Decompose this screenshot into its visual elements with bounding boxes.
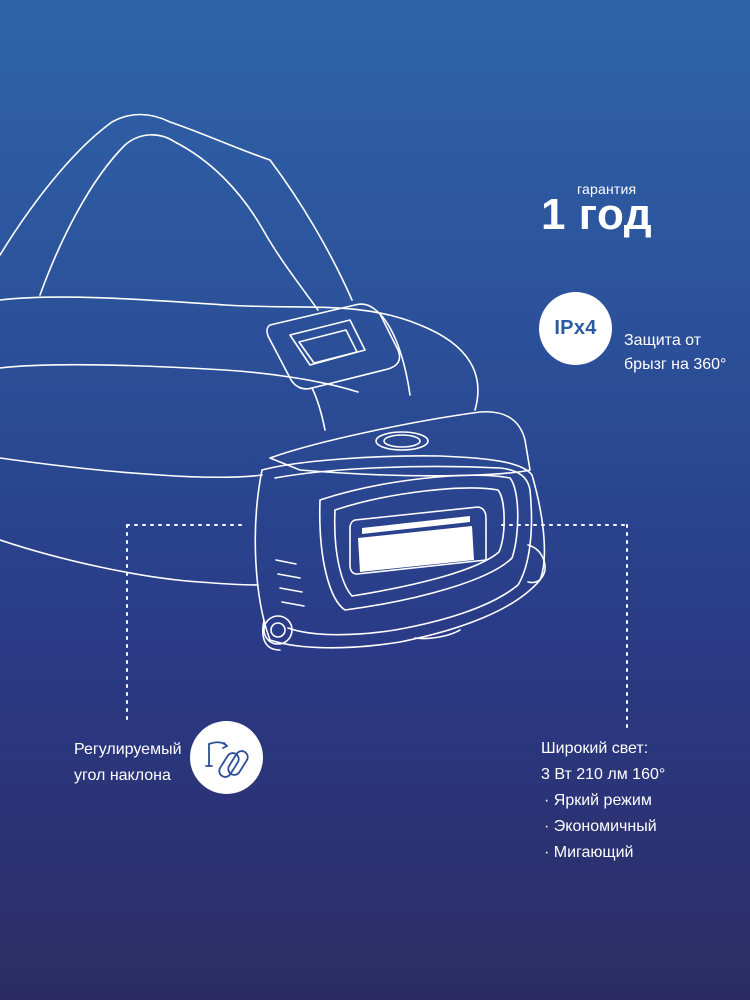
vent bbox=[276, 560, 304, 606]
light-specs: 3 Вт 210 лм 160° bbox=[541, 766, 666, 783]
lamp-top bbox=[270, 412, 530, 476]
warranty-label: гарантия bbox=[577, 181, 637, 197]
lamp-button bbox=[376, 432, 428, 450]
ip-rating-text: IPx4 bbox=[554, 317, 597, 339]
top-strap-inner bbox=[40, 135, 318, 310]
ip-description-line2: брызг на 360° bbox=[624, 356, 727, 373]
light-title: Широкий свет: bbox=[541, 740, 649, 757]
head-band bbox=[0, 297, 478, 410]
light-mode-item: Мигающий bbox=[544, 840, 665, 866]
lamp-body bbox=[255, 456, 544, 648]
warranty-value: 1 год bbox=[541, 190, 653, 239]
ip-rating-badge: IPx4 bbox=[539, 292, 612, 365]
tilt-label-line1: Регулируемый bbox=[74, 741, 182, 758]
light-info: Широкий свет: 3 Вт 210 лм 160° Яркий реж… bbox=[541, 736, 665, 866]
callout-light-line bbox=[502, 525, 627, 728]
ip-description-line1: Защита от bbox=[624, 332, 702, 349]
light-mode-list: Яркий режим Экономичный Мигающий bbox=[541, 788, 665, 866]
head-band-lower bbox=[0, 365, 358, 392]
lens-frame bbox=[320, 475, 518, 610]
tilt-label: Регулируемый угол наклона bbox=[74, 737, 182, 789]
hinge-knob bbox=[264, 616, 292, 644]
light-mode-item: Яркий режим bbox=[544, 788, 665, 814]
top-strap bbox=[0, 115, 352, 301]
tilt-label-line2: угол наклона bbox=[74, 767, 171, 784]
cob-led bbox=[350, 507, 486, 574]
ip-description: Защита от брызг на 360° bbox=[624, 329, 726, 377]
strap-buckle bbox=[267, 304, 400, 389]
head-band-bottom bbox=[0, 458, 262, 477]
head-band-bottom2 bbox=[0, 540, 258, 585]
light-mode-item: Экономичный bbox=[544, 814, 665, 840]
tilt-angle-icon bbox=[204, 740, 249, 778]
callout-tilt-line bbox=[127, 525, 245, 722]
tilt-badge bbox=[190, 721, 263, 794]
